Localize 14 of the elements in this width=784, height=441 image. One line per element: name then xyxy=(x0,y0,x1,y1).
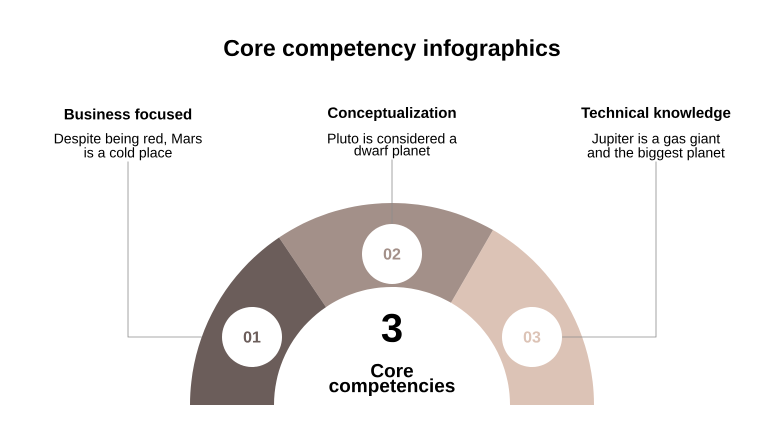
count-number: 3 xyxy=(382,314,402,342)
heading: Conceptualization xyxy=(328,107,456,121)
description: Pluto is considered a dwarf planet xyxy=(328,133,457,158)
leader-line xyxy=(128,161,202,338)
heading: Business focused xyxy=(64,108,192,120)
node-label: 02 xyxy=(384,248,400,260)
node-label: 01 xyxy=(244,331,260,343)
center-caption: Core competencies xyxy=(329,364,455,396)
description: Despite being red, Mars is a cold place xyxy=(54,133,202,160)
heading: Technical knowledge xyxy=(581,106,730,122)
node-label: 03 xyxy=(524,331,540,343)
leader-line xyxy=(562,161,656,338)
description: Jupiter is a gas giant and the biggest planet xyxy=(588,133,725,160)
title: Core competency infographics xyxy=(224,39,560,61)
